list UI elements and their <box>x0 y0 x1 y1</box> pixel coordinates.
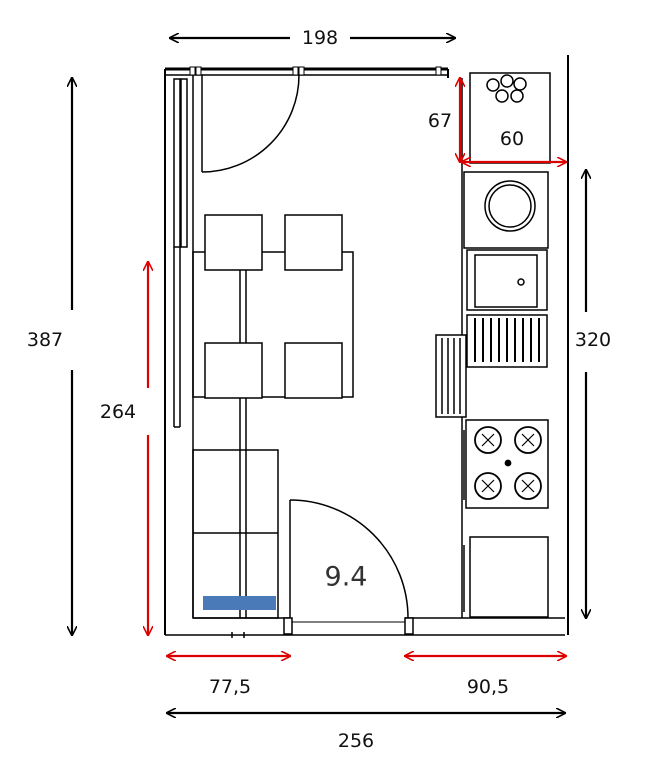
top-window-marks <box>189 66 442 76</box>
label-total-width: 256 <box>338 730 374 752</box>
sink <box>466 249 548 311</box>
dimension-labels: 198 387 264 67 60 320 77,5 90,5 256 <box>27 27 611 752</box>
radiator <box>203 596 276 610</box>
corner-bench <box>192 449 279 619</box>
chair <box>284 342 343 399</box>
label-bottom-right: 90,5 <box>467 676 509 698</box>
entrance-door <box>289 499 409 619</box>
burners-icon <box>474 426 542 500</box>
washing-machine <box>463 171 549 249</box>
label-bottom-left: 77,5 <box>209 676 251 698</box>
room-area-label: 9.4 <box>325 562 368 593</box>
label-appliance-width: 60 <box>500 128 524 150</box>
cooktop <box>463 419 549 509</box>
small-burners-icon <box>486 74 527 103</box>
chair <box>204 342 263 399</box>
wall-radiator <box>435 334 467 418</box>
dining-table <box>192 251 354 618</box>
label-window-depth: 67 <box>428 110 452 132</box>
chair <box>284 214 343 271</box>
door-jambs <box>283 617 414 635</box>
bottom-gap-marks <box>231 632 245 638</box>
label-right-height: 320 <box>575 329 611 351</box>
refrigerator <box>463 536 549 618</box>
chairs <box>204 214 343 399</box>
dimension-lines <box>72 38 586 713</box>
label-top-width: 198 <box>302 27 338 49</box>
chair <box>204 214 263 271</box>
top-door <box>201 74 300 173</box>
label-inner-height: 264 <box>100 401 136 423</box>
label-left-height: 387 <box>27 329 63 351</box>
dish-drainer <box>466 314 548 368</box>
